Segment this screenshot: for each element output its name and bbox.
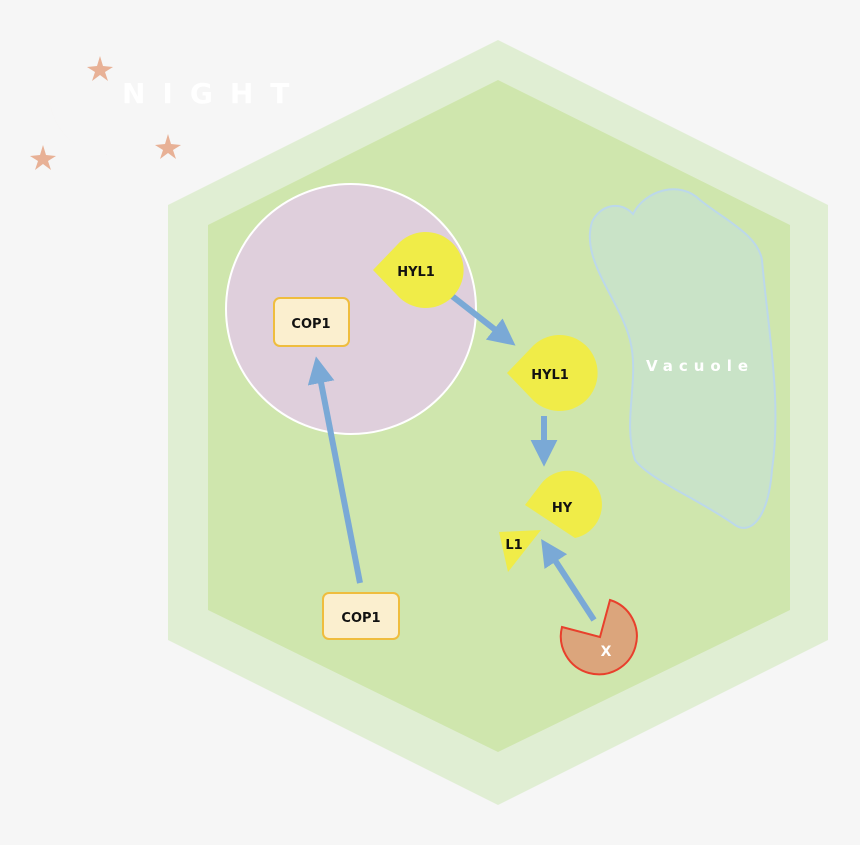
cop1-label: COP1 [291,317,330,332]
nucleus [225,183,477,435]
cop1-box-nuclear: COP1 [273,297,350,347]
hyl1-protein-nuclear: HYL1 [373,232,464,308]
vacuole-label: Vacuole [646,357,754,375]
hyl1-label: HYL1 [397,265,435,280]
hyl1-label: HYL1 [531,368,569,383]
l1-fragment: L1 [499,530,541,572]
l1-label: L1 [505,538,522,553]
hy-fragment: HY [525,470,602,538]
hy-label: HY [552,501,573,516]
cop1-box-cytoplasmic: COP1 [322,592,400,640]
star-icon [155,134,181,159]
protease-action-arrow [541,538,597,622]
cop1-label: COP1 [341,611,380,626]
star-icon [87,56,113,81]
night-badge: NIGHT [30,52,306,170]
cop1-import-arrow [307,356,363,584]
night-title: NIGHT [122,77,306,110]
star-icon [30,145,56,170]
protease-x: X [559,598,638,676]
vacuole [588,188,777,529]
protease-label: X [601,644,612,660]
export-arrow [450,293,516,346]
hyl1-protein-cytoplasmic: HYL1 [507,335,598,412]
